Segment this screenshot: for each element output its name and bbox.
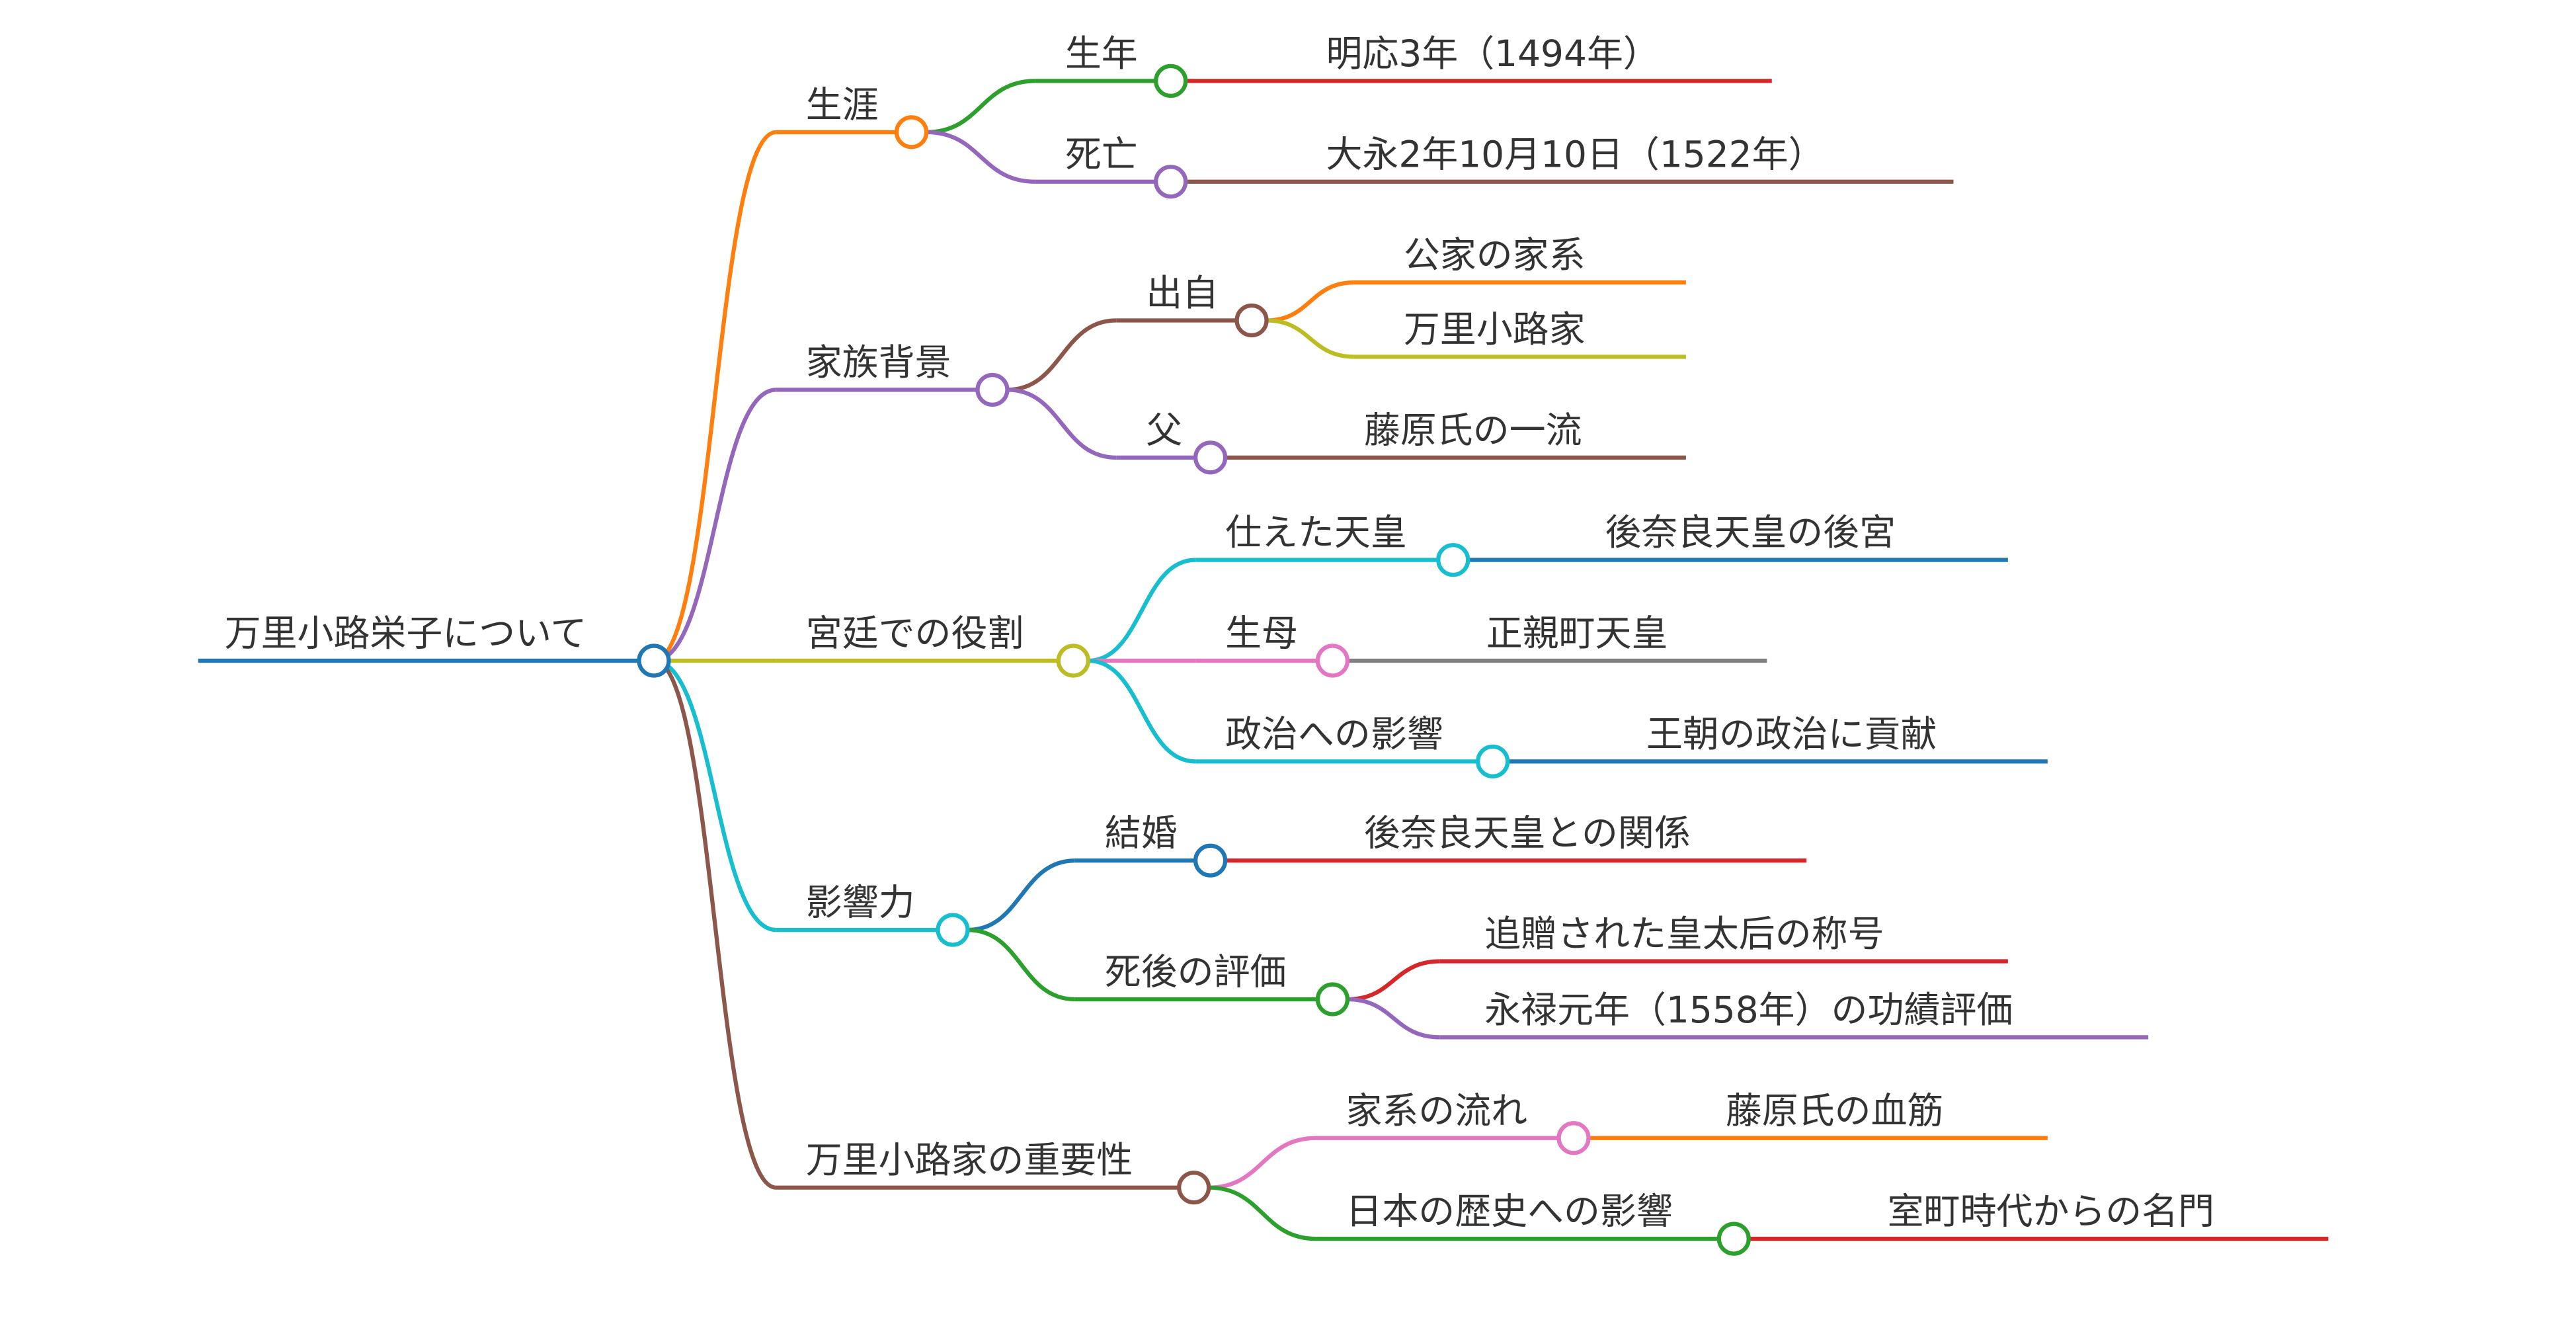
subtopic-label[interactable]: 日本の歴史への影響 [1346,1190,1672,1233]
branch-label[interactable]: 万里小路家の重要性 [806,1139,1133,1181]
subtopic-node-circle[interactable] [1234,303,1269,338]
branch-node-circle[interactable] [936,913,970,947]
subtopic-label[interactable]: 仕えた天皇 [1225,511,1407,554]
leaf-label[interactable]: 藤原氏の一流 [1364,409,1582,451]
subtopic-node-circle[interactable] [1556,1121,1591,1155]
subtopic-connector [1209,1136,1316,1190]
leaf-connector [1266,280,1354,323]
subtopic-connector [967,858,1075,933]
branch-label[interactable]: 影響力 [806,882,915,924]
subtopic-label[interactable]: 結婚 [1105,812,1178,854]
leaf-label[interactable]: 藤原氏の血筋 [1726,1089,1944,1132]
subtopic-connector [1088,658,1196,764]
branch-node-circle[interactable] [1056,643,1090,678]
leaf-label[interactable]: 後奈良天皇の後宮 [1605,511,1896,554]
branch-label[interactable]: 生涯 [806,83,879,126]
leaf-connector [1266,318,1354,359]
subtopic-connector [1209,1185,1316,1241]
subtopic-label[interactable]: 生母 [1225,612,1298,655]
root-label[interactable]: 万里小路栄子について [225,612,587,655]
leaf-label[interactable]: 室町時代からの名門 [1888,1190,2214,1233]
branch-label[interactable]: 宮廷での役割 [806,612,1024,655]
leaf-connector [1347,959,1440,1002]
leaf-label[interactable]: 王朝の政治に貢献 [1646,713,1937,755]
subtopic-connector [1088,558,1196,663]
subtopic-node-circle[interactable] [1154,165,1188,199]
subtopic-node-circle[interactable] [1436,543,1470,577]
branch-connector [653,130,777,663]
branch-connector [653,388,777,663]
subtopic-node-circle[interactable] [1315,982,1350,1017]
branch-connector [653,658,777,1190]
subtopic-label[interactable]: 父 [1146,409,1182,451]
subtopic-connector [926,79,1035,134]
subtopic-node-circle[interactable] [1193,440,1228,475]
leaf-label[interactable]: 正親町天皇 [1486,612,1668,655]
branch-node-circle[interactable] [975,372,1010,407]
leaf-label[interactable]: 万里小路家 [1404,308,1586,351]
subtopic-node-circle[interactable] [1716,1222,1751,1256]
leaf-label[interactable]: 永禄元年（1558年）の功績評価 [1484,989,2013,1031]
subtopic-node-circle[interactable] [1154,63,1188,99]
leaf-label[interactable]: 明応3年（1494年） [1326,32,1659,75]
branch-node-circle[interactable] [894,115,929,149]
branch-node-circle[interactable] [1177,1171,1211,1205]
subtopic-connector [967,927,1075,1002]
subtopic-label[interactable]: 生年 [1065,32,1138,75]
subtopic-label[interactable]: 死後の評価 [1105,951,1287,993]
subtopic-connector [1007,318,1117,392]
subtopic-connector [926,130,1035,184]
root-node-circle[interactable] [637,643,671,678]
subtopic-label[interactable]: 家系の流れ [1346,1089,1527,1132]
branch-connector [653,658,777,933]
leaf-label[interactable]: 後奈良天皇との関係 [1364,812,1691,854]
leaf-label[interactable]: 公家の家系 [1404,234,1586,276]
subtopic-label[interactable]: 出自 [1146,272,1219,314]
branch-label[interactable]: 家族背景 [806,341,951,384]
subtopic-node-circle[interactable] [1193,843,1228,878]
leaf-connector [1347,997,1440,1040]
leaf-label[interactable]: 追贈された皇太后の称号 [1484,913,1884,955]
subtopic-label[interactable]: 政治への影響 [1225,713,1443,755]
subtopic-connector [1007,388,1117,460]
subtopic-node-circle[interactable] [1476,744,1510,778]
leaf-label[interactable]: 大永2年10月10日（1522年） [1326,133,1824,175]
subtopic-label[interactable]: 死亡 [1065,133,1138,175]
subtopic-node-circle[interactable] [1315,643,1350,678]
